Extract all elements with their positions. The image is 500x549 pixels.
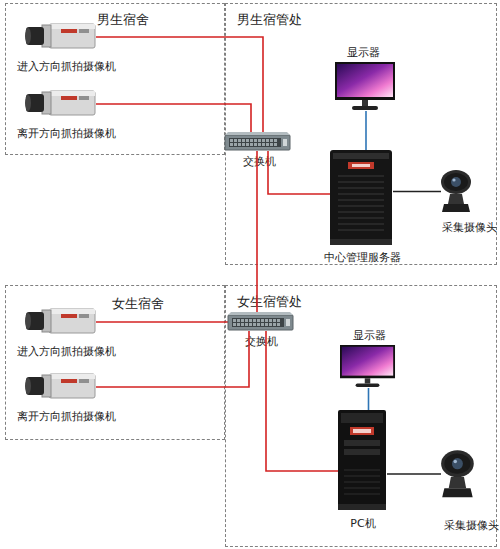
area-box: 女生宿舍进入方向抓拍摄像机离开方向抓拍摄像机: [5, 285, 225, 440]
cable-line: [368, 388, 370, 411]
device-box: 中心管理服务器: [331, 151, 393, 246]
area-box: 女生宿管处交换机显示器PC机采集摄像头: [225, 285, 497, 547]
device-box: PC机: [339, 411, 387, 511]
area-title: 女生宿舍: [112, 296, 164, 312]
cable-line: [96, 331, 249, 387]
device-box: 进入方向抓拍摄像机: [26, 306, 96, 338]
device-label: 交换机: [243, 155, 276, 168]
device-label: 中心管理服务器: [324, 251, 401, 264]
device-label: 显示器: [347, 46, 380, 59]
device-box: 离开方向抓拍摄像机: [26, 371, 96, 403]
cable-line: [96, 37, 263, 133]
device-box: 显示器: [341, 346, 396, 388]
device-box: 离开方向抓拍摄像机: [26, 88, 96, 120]
cable-line: [365, 111, 367, 151]
device-label: 离开方向抓拍摄像机: [17, 127, 116, 140]
cable-line: [387, 473, 441, 475]
area-box: 男生宿管处显示器交换机中心管理服务器采集摄像头: [225, 3, 497, 265]
cable-line: [256, 151, 258, 313]
device-label: 交换机: [245, 335, 278, 348]
device-label: 显示器: [353, 329, 386, 342]
cable-line: [393, 191, 441, 193]
device-label: 采集摄像头: [444, 519, 499, 532]
device-box: 显示器: [336, 63, 396, 111]
area-title: 男生宿舍: [97, 12, 149, 28]
device-label: 采集摄像头: [442, 221, 497, 234]
device-label: 离开方向抓拍摄像机: [17, 410, 116, 423]
area-box: 男生宿舍进入方向抓拍摄像机离开方向抓拍摄像机: [5, 3, 225, 155]
device-box: 交换机: [229, 313, 294, 331]
cable-line: [268, 151, 331, 194]
device-box: 交换机: [226, 133, 291, 151]
cable-line: [266, 331, 339, 471]
device-label: 进入方向抓拍摄像机: [17, 60, 116, 73]
area-title: 男生宿管处: [237, 12, 302, 28]
cable-line: [96, 321, 229, 323]
cable-line: [96, 104, 251, 133]
area-title: 女生宿管处: [237, 294, 302, 310]
device-box: 采集摄像头: [441, 449, 476, 499]
device-box: 进入方向抓拍摄像机: [26, 21, 96, 53]
device-label: PC机: [350, 517, 375, 530]
device-box: 采集摄像头: [441, 169, 473, 214]
device-label: 进入方向抓拍摄像机: [17, 345, 116, 358]
